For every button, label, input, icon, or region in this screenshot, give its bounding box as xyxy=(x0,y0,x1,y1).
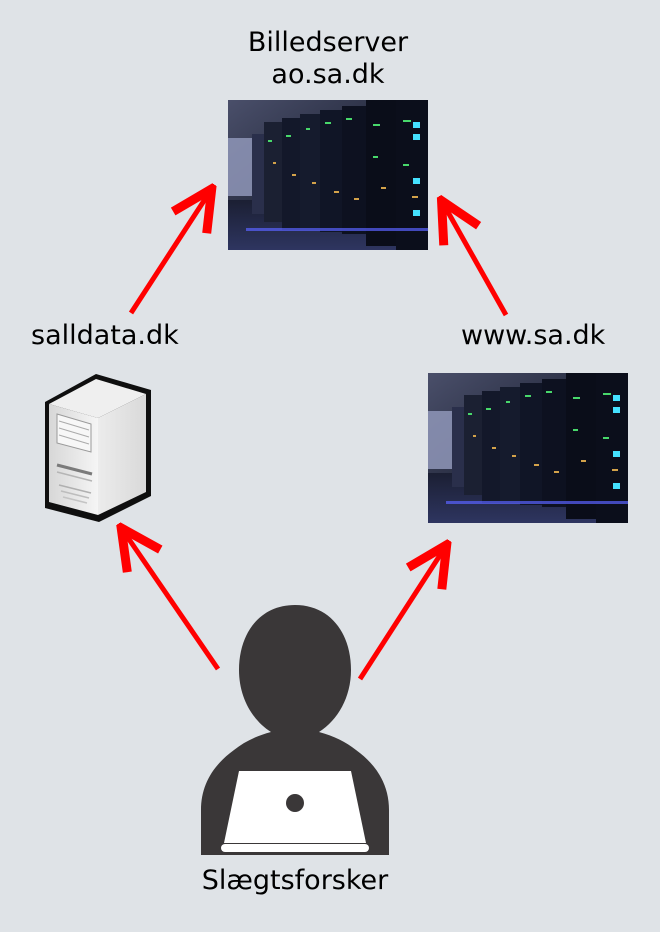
left-site-label: salldata.dk xyxy=(31,320,179,351)
person-with-laptop-icon xyxy=(201,605,389,855)
right-site-label: www.sa.dk xyxy=(461,320,606,351)
top-server-title: Billedserver xyxy=(247,27,409,58)
person-label: Slægtsforsker xyxy=(201,865,389,896)
arrow-www-to-billedserver xyxy=(444,205,509,317)
server-room-photo-top xyxy=(228,100,428,250)
tower-server-icon xyxy=(45,374,151,522)
top-server-label: Billedserver ao.sa.dk xyxy=(228,27,428,92)
arrow-salldata-to-billedserver xyxy=(128,193,209,315)
server-room-photo-right xyxy=(428,373,628,523)
top-server-host: ao.sa.dk xyxy=(271,59,385,91)
